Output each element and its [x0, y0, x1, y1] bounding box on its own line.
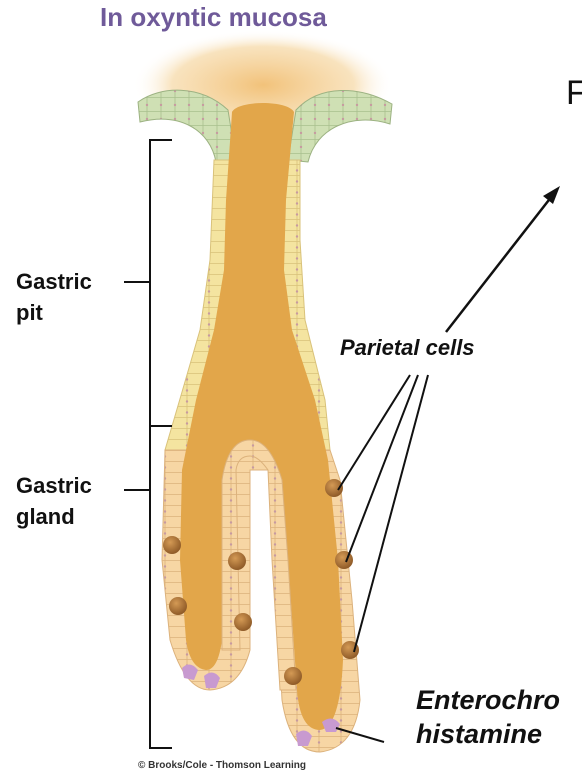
enterochromaffin-label-line2: histamine	[416, 719, 543, 749]
enterochromaffin-cell	[204, 672, 220, 688]
gastric-pit-label-line1: Gastric	[16, 269, 92, 294]
pit-gland-bracket	[149, 139, 172, 749]
parietal-arrow-head	[543, 186, 560, 204]
parietal-cell	[228, 552, 246, 570]
parietal-cells-label: Parietal cells	[340, 335, 475, 360]
gastric-gland-label-line1: Gastric	[16, 473, 92, 498]
gland-inner-branch	[221, 439, 297, 691]
surface-epithelium-right	[287, 89, 393, 163]
truncated-heading-letter: F	[566, 74, 582, 112]
gland-lumen	[180, 103, 343, 730]
parietal-leader-line	[337, 374, 411, 491]
parietal-cell	[335, 551, 353, 569]
enterochromaffin-label-line1: Enterochro	[416, 685, 561, 715]
gastric-pit-label-line2: pit	[16, 300, 43, 325]
parietal-cell	[163, 536, 181, 554]
enterochromaffin-cell	[182, 664, 198, 680]
parietal-arrow-line	[445, 195, 553, 333]
gastric-gland-label-line2: gland	[16, 504, 75, 529]
enterochromaffin-cell	[322, 718, 340, 732]
parietal-cell	[284, 667, 302, 685]
diagram-title: In oxyntic mucosa	[100, 2, 327, 32]
parietal-cell	[325, 479, 343, 497]
enterochromaffin-label: Enterochro histamine	[416, 683, 560, 751]
parietal-cell	[341, 641, 359, 659]
parietal-leader-line	[345, 374, 419, 563]
parietal-cell	[169, 597, 187, 615]
parietal-cell	[234, 613, 252, 631]
enterochromaffin-cell	[296, 730, 312, 746]
image-credit: © Brooks/Cole - Thomson Learning	[138, 760, 306, 771]
parietal-leader-line	[353, 374, 429, 653]
gastric-gland-label: Gastric gland	[16, 470, 92, 532]
enterochromaffin-leader-line	[335, 727, 385, 743]
gastric-pit-label: Gastric pit	[16, 266, 92, 328]
